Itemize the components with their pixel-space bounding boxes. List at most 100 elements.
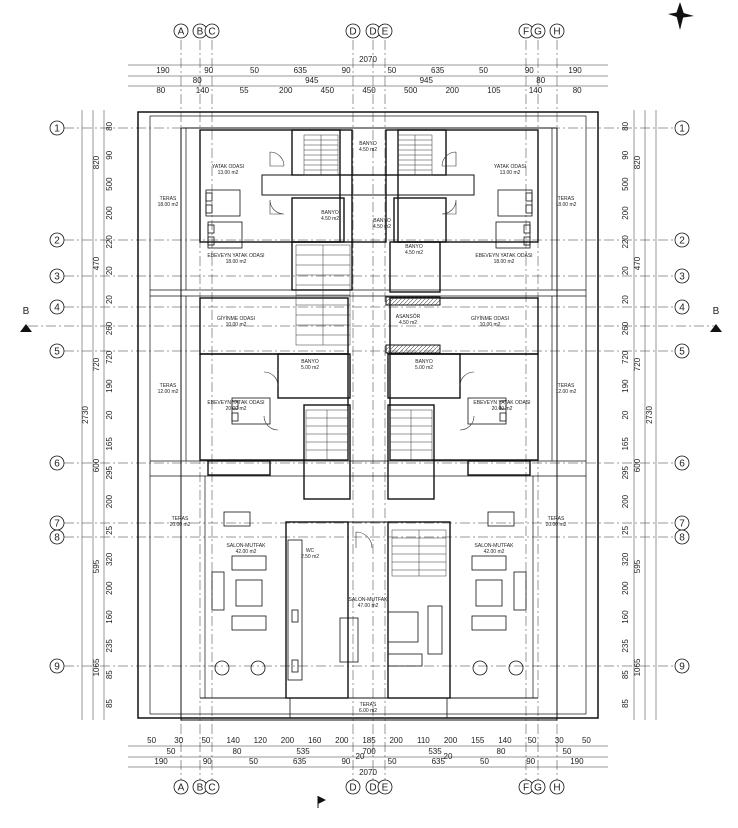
grid-bubble — [49, 343, 65, 359]
room-name: EBEVEYN YATAK ODASI — [473, 400, 530, 406]
room-name: BANYO — [373, 218, 391, 224]
dimension-value: 595 — [92, 559, 101, 573]
room-name: WC — [306, 548, 315, 554]
dimension-value: 720 — [621, 350, 630, 364]
dimension-value: 635 — [431, 66, 445, 75]
room-area: 10.00 m2 — [226, 322, 247, 328]
dimension-value: 165 — [621, 437, 630, 451]
room-name: TERAS — [160, 196, 177, 202]
room-area: 20.00 m2 — [492, 406, 513, 412]
dimension-value: 320 — [621, 552, 630, 566]
room-name: SALON-MUTFAK — [349, 597, 389, 603]
grid-bubble-label: A — [178, 783, 185, 794]
grid-bubble — [674, 232, 690, 248]
grid-bubble-label: 4 — [54, 303, 60, 314]
grid-bubble — [674, 268, 690, 284]
room-name: YATAK ODASI — [494, 164, 526, 170]
elevator-shaft-lower — [385, 344, 441, 354]
dimension-value: 50 — [147, 736, 156, 745]
grid-bubble — [49, 232, 65, 248]
grid-bubble — [674, 299, 690, 315]
grid-bubble — [549, 779, 565, 795]
dimension-value: 20 — [105, 410, 114, 419]
dimension-value: 600 — [633, 458, 642, 472]
room-area: 4.50 m2 — [321, 216, 339, 222]
dimension-value: 190 — [154, 757, 168, 766]
room-name: TERAS — [172, 516, 189, 522]
dimension-value: 295 — [621, 465, 630, 479]
dimension-value: 80 — [573, 86, 582, 95]
dimension-value: 80 — [156, 86, 165, 95]
room-area: 18.00 m2 — [494, 259, 515, 265]
room-name: EBEVEYN YATAK ODASI — [475, 253, 532, 259]
room-name: TERAS — [558, 383, 575, 389]
room-area: 10.00 m2 — [480, 322, 501, 328]
grid-bubble-label: E — [382, 783, 389, 794]
room-area: 6.00 m2 — [359, 708, 377, 714]
dimension-value: 470 — [92, 256, 101, 270]
dimension-value: 20 — [444, 752, 453, 761]
grid-bubble — [674, 343, 690, 359]
dimension-value: 90 — [342, 66, 351, 75]
dimension-value: 635 — [432, 757, 446, 766]
grid-bubble-label: D — [369, 27, 376, 38]
dimension-value: 50 — [479, 66, 488, 75]
dimension-value: 20 — [105, 295, 114, 304]
room-area: 47.00 m2 — [358, 603, 379, 609]
dimension-value: 200 — [621, 494, 630, 508]
grid-bubble-label: 1 — [679, 124, 685, 135]
dimension-value: 90 — [526, 757, 535, 766]
dimension-value: 600 — [92, 458, 101, 472]
room-name: EBEVEYN YATAK ODASI — [207, 400, 264, 406]
grid-bubble — [49, 455, 65, 471]
dimension-value: 50 — [387, 66, 396, 75]
room-name: SALON-MUTFAK — [227, 543, 267, 549]
grid-bubble-label: B — [197, 783, 204, 794]
kitchen-counter — [287, 539, 303, 681]
dimension-value: 85 — [105, 670, 114, 679]
dimension-value: 190 — [570, 757, 584, 766]
room-area: 4.50 m2 — [405, 250, 423, 256]
grid-bubble — [173, 23, 189, 39]
grid-bubble — [530, 779, 546, 795]
room-area: 12.00 m2 — [158, 389, 179, 395]
dimension-value: 50 — [582, 736, 591, 745]
walls — [199, 129, 539, 699]
room-area: 18.00 m2 — [158, 202, 179, 208]
grid-bubble-label: H — [553, 27, 560, 38]
grid-bubble-label: A — [178, 27, 185, 38]
room-name: SALON-MUTFAK — [475, 543, 515, 549]
dimension-value: 90 — [204, 66, 213, 75]
grid-bubble-label: H — [553, 783, 560, 794]
section-arrow-icon — [317, 796, 326, 808]
grid-bubble-label: B — [197, 27, 204, 38]
room-area: 13.00 m2 — [218, 170, 239, 176]
room-area: 4.50 m2 — [399, 320, 417, 326]
grid-bubble-label: F — [523, 27, 529, 38]
grid-bubble — [173, 779, 189, 795]
grid-bubble — [674, 658, 690, 674]
dimension-value: 90 — [203, 757, 212, 766]
grid-bubble — [674, 455, 690, 471]
grid-bubble — [49, 120, 65, 136]
dimension-value: 185 — [362, 736, 376, 745]
dimension-value: 450 — [362, 86, 376, 95]
dimension-value: 25 — [621, 525, 630, 534]
room-name: TERAS — [360, 702, 377, 708]
dimension-value: 820 — [633, 155, 642, 169]
dimension-value: 500 — [105, 177, 114, 191]
dimension-value: 20 — [621, 410, 630, 419]
dimension-value: 190 — [568, 66, 582, 75]
grid-bubble — [49, 268, 65, 284]
grid-bubble-label: 9 — [679, 662, 685, 673]
grid-bubble-label: 2 — [54, 236, 60, 247]
dimension-value: 200 — [621, 581, 630, 595]
room-area: 13.00 m2 — [500, 170, 521, 176]
room-area: 4.50 m2 — [359, 147, 377, 153]
room-area: 18.00 m2 — [226, 259, 247, 265]
grid-bubble-label: 7 — [679, 519, 685, 530]
dimension-value: 190 — [621, 379, 630, 393]
room-area: 5.00 m2 — [415, 365, 433, 371]
